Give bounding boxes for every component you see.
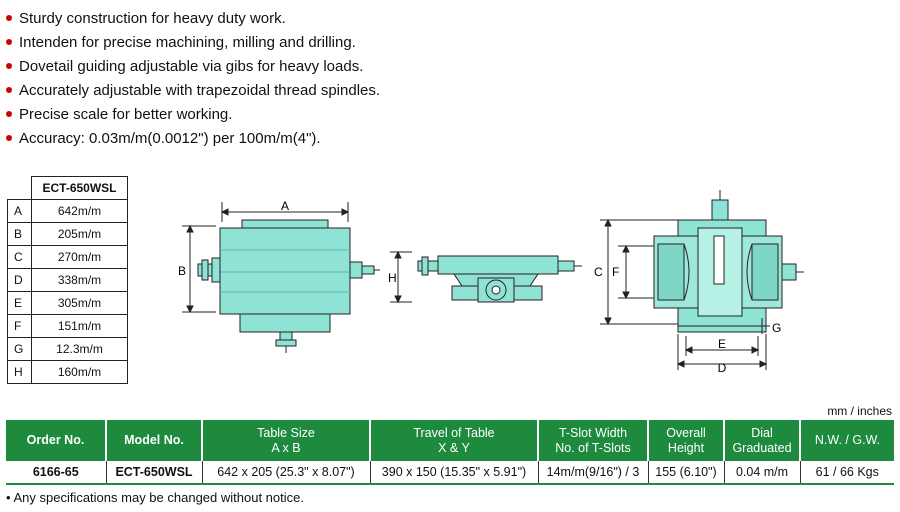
spec-table: Order No. Model No. Table Size A x B Tra… xyxy=(6,420,894,485)
feature-item: Precise scale for better working. xyxy=(6,102,380,126)
units-label: mm / inches xyxy=(827,404,892,418)
header-overall-height: Overall Height xyxy=(648,420,725,461)
dimension-value: 642m/m xyxy=(31,199,128,223)
dimension-model: ECT-650WSL xyxy=(31,176,128,200)
label-c: C xyxy=(594,265,603,279)
feature-list: Sturdy construction for heavy duty work.… xyxy=(6,6,380,150)
side-view-drawing: H xyxy=(388,250,582,304)
feature-text: Intenden for precise machining, milling … xyxy=(19,33,356,51)
cell-overall-height: 155 (6.10") xyxy=(648,461,725,485)
dimension-key: C xyxy=(7,245,32,269)
dimension-value: 270m/m xyxy=(31,245,128,269)
feature-text: Precise scale for better working. xyxy=(19,105,233,123)
bullet-icon xyxy=(6,111,12,117)
label-b: B xyxy=(178,264,186,278)
note-text: Any specifications may be changed withou… xyxy=(13,490,304,505)
dimension-value: 160m/m xyxy=(31,360,128,384)
header-travel: Travel of Table X & Y xyxy=(370,420,539,461)
bullet-icon xyxy=(6,135,12,141)
feature-text: Accurately adjustable with trapezoidal t… xyxy=(19,81,381,99)
dimension-key: B xyxy=(7,222,32,246)
bullet-icon xyxy=(6,15,12,21)
cell-dial: 0.04 m/m xyxy=(724,461,801,485)
top-view-drawing: A B xyxy=(178,199,380,353)
header-order-no: Order No. xyxy=(6,420,107,461)
end-view-drawing: C F G E D xyxy=(594,190,804,372)
note-bullet-icon: • xyxy=(6,490,11,505)
dimension-key: G xyxy=(7,337,32,361)
cell-t-slot: 14m/m(9/16") / 3 xyxy=(538,461,649,485)
dimension-value: 12.3m/m xyxy=(31,337,128,361)
label-h: H xyxy=(388,271,397,285)
dimension-value: 338m/m xyxy=(31,268,128,292)
feature-text: Dovetail guiding adjustable via gibs for… xyxy=(19,57,364,75)
dimension-key: A xyxy=(7,199,32,223)
label-f: F xyxy=(612,265,619,279)
bullet-icon xyxy=(6,87,12,93)
feature-item: Intenden for precise machining, milling … xyxy=(6,30,380,54)
feature-item: Accurately adjustable with trapezoidal t… xyxy=(6,78,380,102)
spec-header-row: Order No. Model No. Table Size A x B Tra… xyxy=(6,420,894,461)
header-table-size: Table Size A x B xyxy=(202,420,371,461)
bullet-icon xyxy=(6,63,12,69)
bullet-icon xyxy=(6,39,12,45)
feature-item: Sturdy construction for heavy duty work. xyxy=(6,6,380,30)
cell-order-no: 6166-65 xyxy=(6,461,107,485)
header-weight: N.W. / G.W. xyxy=(800,420,894,461)
disclaimer-note: • Any specifications may be changed with… xyxy=(6,490,304,505)
cell-weight: 61 / 66 Kgs xyxy=(800,461,894,485)
dimension-key: H xyxy=(7,360,32,384)
dimension-value: 205m/m xyxy=(31,222,128,246)
dimension-key: F xyxy=(7,314,32,338)
label-e: E xyxy=(718,337,726,351)
dimension-key: E xyxy=(7,291,32,315)
header-model-no: Model No. xyxy=(106,420,203,461)
spec-row: 6166-65 ECT-650WSL 642 x 205 (25.3" x 8.… xyxy=(6,461,894,485)
feature-item: Accuracy: 0.03m/m(0.0012") per 100m/m(4"… xyxy=(6,126,380,150)
header-dial: Dial Graduated xyxy=(724,420,801,461)
label-d: D xyxy=(718,361,727,372)
dimension-value: 151m/m xyxy=(31,314,128,338)
dimension-key: D xyxy=(7,268,32,292)
cell-travel: 390 x 150 (15.35" x 5.91") xyxy=(370,461,539,485)
dimension-value: 305m/m xyxy=(31,291,128,315)
feature-text: Accuracy: 0.03m/m(0.0012") per 100m/m(4"… xyxy=(19,129,321,147)
dimension-corner xyxy=(7,176,32,200)
label-g: G xyxy=(772,321,781,335)
feature-text: Sturdy construction for heavy duty work. xyxy=(19,9,286,27)
cell-model-no: ECT-650WSL xyxy=(106,461,203,485)
feature-item: Dovetail guiding adjustable via gibs for… xyxy=(6,54,380,78)
label-a: A xyxy=(281,199,289,213)
cell-table-size: 642 x 205 (25.3" x 8.07") xyxy=(202,461,371,485)
header-t-slot: T-Slot Width No. of T-Slots xyxy=(538,420,649,461)
